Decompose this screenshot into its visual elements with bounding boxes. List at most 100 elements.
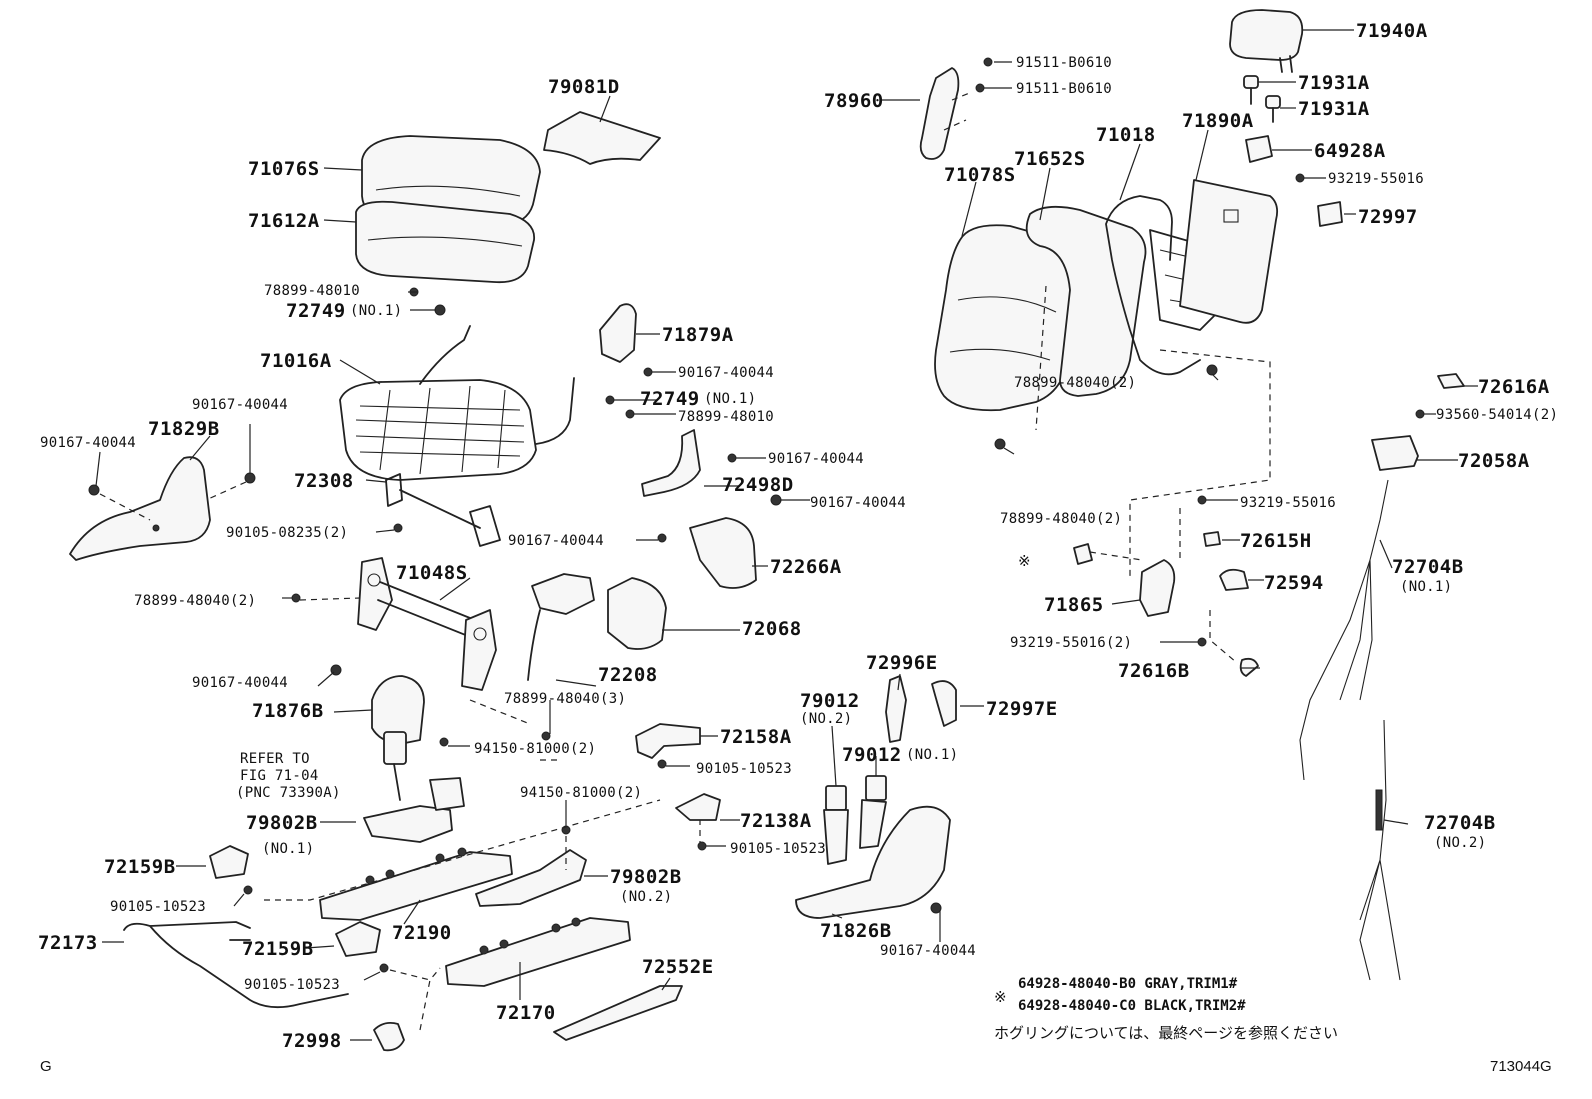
label-90105-10523: 90105-10523	[110, 899, 207, 915]
part-72616A	[1437, 373, 1465, 389]
label-90167-40044: 90167-40044	[508, 533, 605, 549]
part-71865	[1139, 559, 1176, 617]
bolt-78899	[1206, 364, 1218, 376]
label-91511-b0610: 91511-B0610	[1016, 81, 1113, 97]
label-90167-40044: 90167-40044	[810, 495, 907, 511]
label-78899-48040-3: 78899-48040(3)	[504, 691, 627, 707]
part-72159B-1	[209, 845, 249, 879]
label-71940A: 71940A	[1356, 20, 1428, 42]
lever-79012-no2	[823, 785, 849, 865]
label-79012: 79012	[842, 744, 902, 766]
screw-90167	[657, 533, 667, 543]
screw-93560	[1415, 409, 1425, 419]
label-72997E: 72997E	[986, 698, 1058, 720]
label-72170: 72170	[496, 1002, 556, 1024]
label-71879A: 71879A	[662, 324, 734, 346]
label-78899-48040: 78899-48040(2)	[1000, 511, 1123, 527]
label-72616A: 72616A	[1478, 376, 1550, 398]
label-72704B-sub: (NO.1)	[1400, 579, 1453, 595]
corner-mark-left: G	[40, 1058, 52, 1075]
label-93219-55016: 93219-55016	[1240, 495, 1337, 511]
label-71612A: 71612A	[248, 210, 320, 232]
bolt-90105	[657, 759, 667, 769]
label-90105-08235: 90105-08235(2)	[226, 525, 349, 541]
label-72704B: 72704B	[1392, 556, 1464, 578]
towel-bar-72173	[123, 921, 349, 1009]
part-72998	[373, 1021, 405, 1052]
screw-93219	[1197, 495, 1207, 505]
part-71879A	[599, 303, 637, 363]
cover-72552E	[553, 985, 683, 1041]
cable-72704B-no2	[1359, 719, 1401, 981]
label-90105-10523: 90105-10523	[730, 841, 827, 857]
screw-90167	[770, 494, 782, 506]
label-79012: 79012	[800, 690, 860, 712]
part-72615H	[1203, 531, 1221, 547]
label-71890A: 71890A	[1182, 110, 1254, 132]
part-79081D	[543, 111, 661, 165]
handle-72058A	[1371, 435, 1419, 471]
label-78899-48010: 78899-48010	[678, 409, 775, 425]
part-72158A	[635, 723, 701, 759]
label-71018: 71018	[1096, 124, 1156, 146]
label-78899-48040: 78899-48040(2)	[134, 593, 257, 609]
screw-90167	[88, 484, 100, 496]
rail-72190	[319, 847, 513, 921]
legend-line-2: 64928-48040-C0 BLACK,TRIM2#	[1018, 998, 1246, 1014]
legend-mark: ※	[994, 988, 1007, 1006]
bolt-78899	[994, 438, 1006, 450]
label-71829B: 71829B	[148, 418, 220, 440]
label-72138A: 72138A	[740, 810, 812, 832]
label-72997: 72997	[1358, 206, 1418, 228]
label-79802B-sub: (NO.2)	[620, 889, 673, 905]
label-72159B: 72159B	[104, 856, 176, 878]
cushion-frame	[339, 325, 575, 481]
part-72498D	[641, 429, 701, 497]
label-79802B: 79802B	[610, 866, 682, 888]
label-72173: 72173	[38, 932, 98, 954]
nut-72749	[605, 395, 615, 405]
label-71876B: 71876B	[252, 700, 324, 722]
label-72749: 72749	[286, 300, 346, 322]
label-71076S: 71076S	[248, 158, 320, 180]
label-91511-b0610: 91511-B0610	[1016, 55, 1113, 71]
cable-72704B-no1	[1299, 479, 1389, 781]
label-71048S: 71048S	[396, 562, 468, 584]
label-72704B-sub: (NO.2)	[1434, 835, 1487, 851]
label-90167-40044: 90167-40044	[678, 365, 775, 381]
adjuster-frame-71048S	[357, 557, 497, 691]
screw-90167	[930, 902, 942, 914]
part-72208	[527, 573, 595, 681]
cover-78960	[919, 57, 993, 160]
label-90167-40044: 90167-40044	[40, 435, 137, 451]
nut-94150	[439, 737, 449, 747]
screw-90167	[244, 472, 256, 484]
part-72138A	[675, 793, 721, 821]
bracket-94150	[429, 777, 465, 811]
label-90167-40044: 90167-40044	[768, 451, 865, 467]
label-79802B-sub: (NO.1)	[262, 841, 315, 857]
bolt-78899	[291, 593, 301, 603]
label-72208: 72208	[598, 664, 658, 686]
label-72308: 72308	[294, 470, 354, 492]
label-72998: 72998	[282, 1030, 342, 1052]
label-79081D: 79081D	[548, 76, 620, 98]
label-94150-81000: 94150-81000(2)	[474, 741, 597, 757]
label-93560-54014: 93560-54014(2)	[1436, 407, 1559, 423]
headrest-part	[1229, 9, 1304, 73]
label-93219-55016-2: 93219-55016(2)	[1010, 635, 1133, 651]
legend-line-1: 64928-48040-B0 GRAY,TRIM1#	[1018, 976, 1238, 992]
label-71931A: 71931A	[1298, 98, 1370, 120]
screw-90167	[643, 367, 653, 377]
label-90167-40044: 90167-40044	[192, 675, 289, 691]
refer-line-2: FIG 71-04	[240, 768, 319, 784]
label-72158A: 72158A	[720, 726, 792, 748]
label-71931A: 71931A	[1298, 72, 1370, 94]
bolt-78899	[625, 409, 635, 419]
part-64928A	[1245, 135, 1273, 163]
label-72616B: 72616B	[1118, 660, 1190, 682]
legend-note: ホグリングについては、最終ページを参照ください	[994, 1024, 1338, 1042]
rail-72170	[445, 917, 631, 987]
label-71078S: 71078S	[944, 164, 1016, 186]
